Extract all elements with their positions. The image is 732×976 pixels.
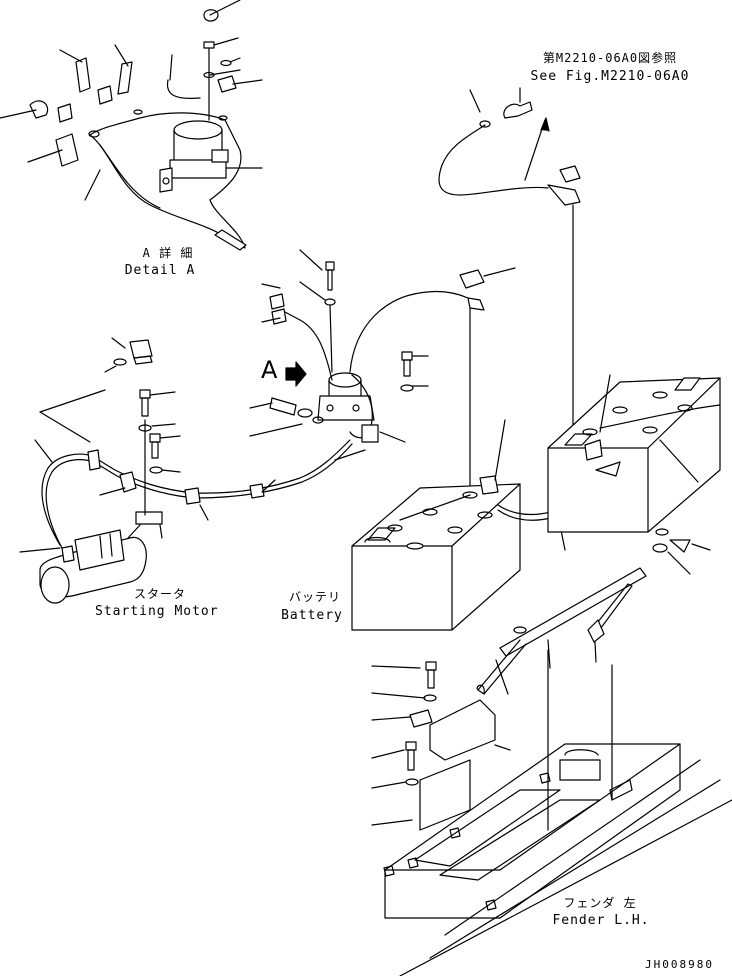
main-harness [42,440,350,545]
see-fig-label-jp: 第M2210-06A0図参照 [542,51,678,65]
detail-a-bracket [90,113,245,248]
terminal-detail [218,76,236,92]
hold-down-rods [477,529,710,694]
bolt-horizontal [270,398,296,415]
bolt-top-right [504,102,532,118]
callout-a-arrow [286,362,306,386]
fender-label-en: Fender L.H. [552,913,650,928]
clip-detail [76,58,90,92]
relay-assembly [298,373,374,423]
detail-a-group [0,0,262,250]
sleeve-detail [118,62,132,94]
fender-label-jp: フェンダ 左 [563,896,637,910]
battery-left [352,476,520,630]
relay-detail [160,121,228,192]
callout-a-letter: A [261,356,278,384]
cable-terminal [548,185,580,205]
terminal-cover [460,270,484,288]
starting-motor [40,530,146,603]
detail-a-label-en: Detail A [124,263,196,278]
battery-label-en: Battery [281,608,343,623]
battery-bracket [430,700,495,760]
tube-detail [56,134,78,166]
see-fig-label-en: See Fig.M2210-06A0 [530,69,690,84]
starting-motor-label-en: Starting Motor [95,604,219,619]
battery-right [548,378,720,532]
ring-terminal-detail [30,101,48,118]
cap-detail [204,10,218,21]
document-id: JH008980 [645,958,714,971]
starting-motor-label-jp: スタータ [133,587,186,601]
detail-a-label-jp: A 詳 細 [142,246,194,260]
fender-assembly [385,650,732,976]
battery-label-jp: バッテリ [288,590,341,604]
battery-cable-group [439,88,580,430]
